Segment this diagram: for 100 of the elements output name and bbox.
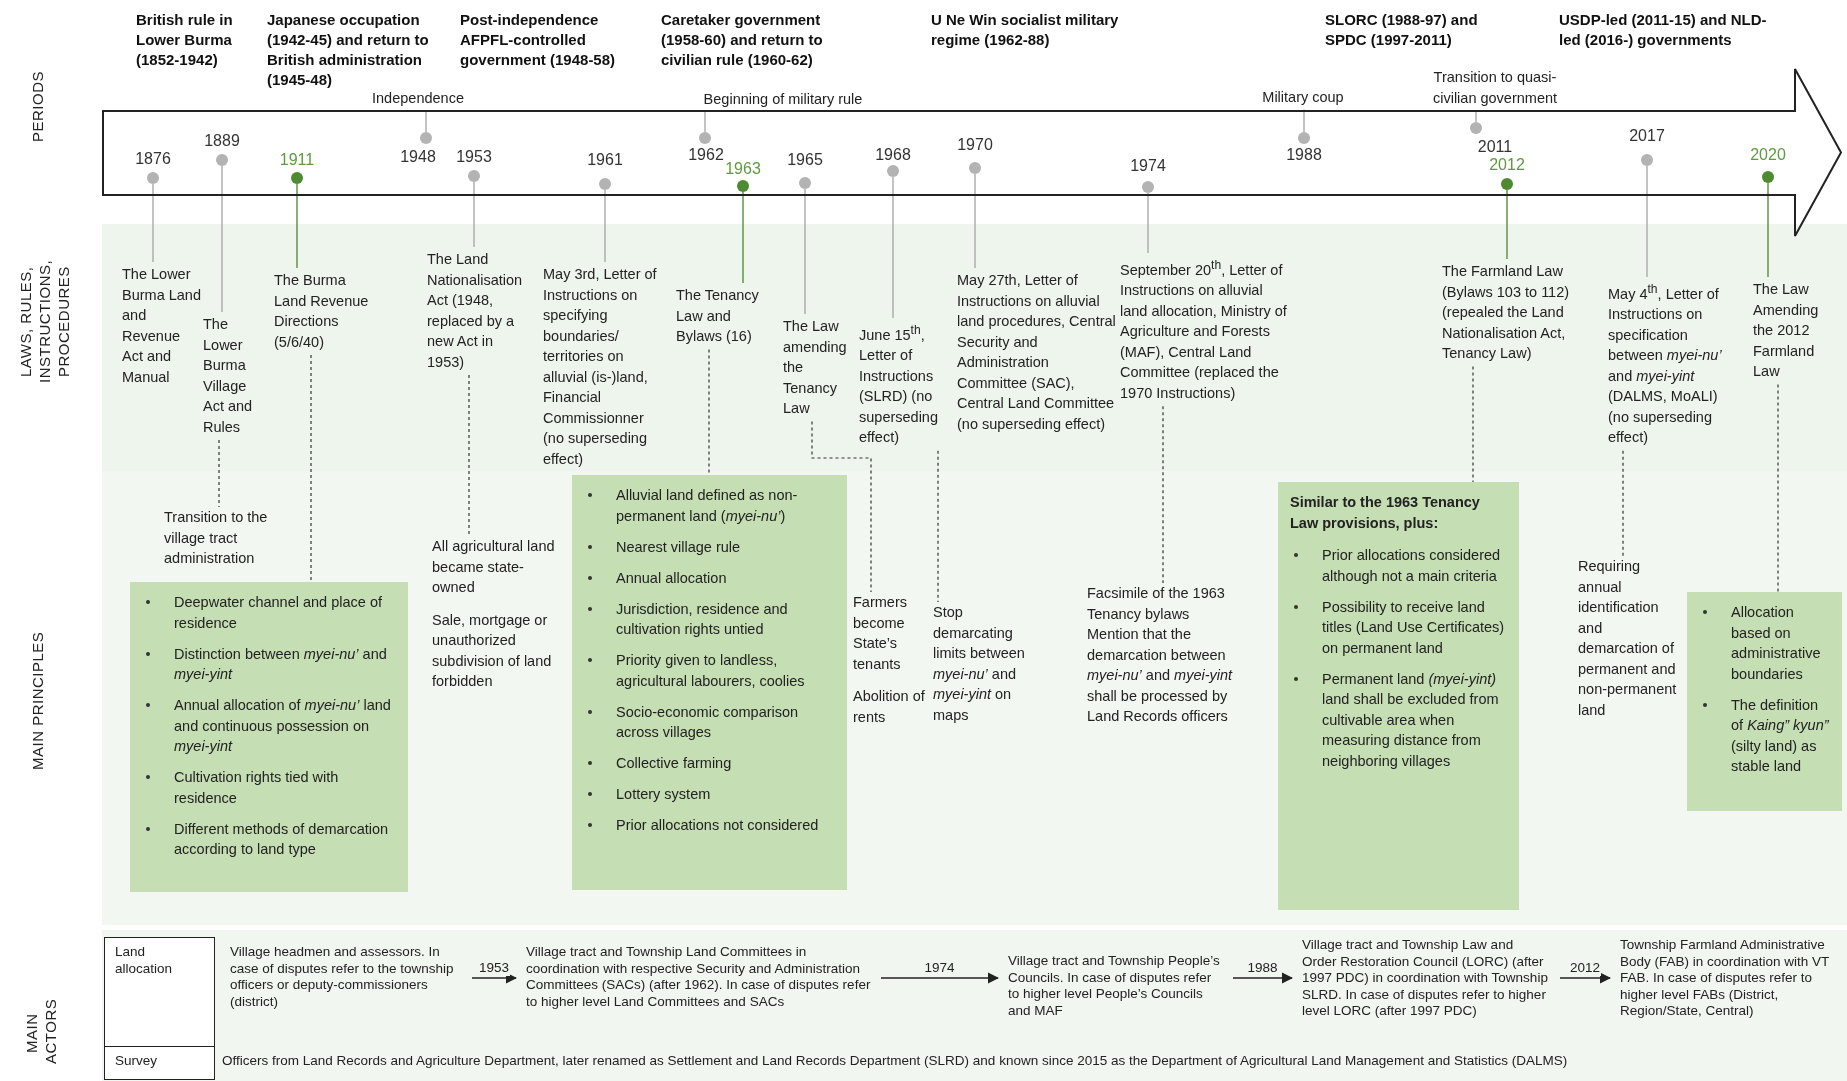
period-heading: Japanese occupation (1942-45) and return to British administration (1945-48): [267, 10, 430, 90]
event-label: Independence: [363, 88, 473, 109]
bullet-item: Annual allocation of myei-nu’ land and continuous possession on myei-yint: [130, 695, 400, 757]
year-label: 1962: [687, 145, 725, 165]
bullet-item: Distinction between myei-nu’ and myei-yint: [130, 643, 400, 685]
connector-line: [704, 110, 706, 133]
arrow: [1232, 972, 1294, 984]
year-label: 1889: [203, 131, 241, 151]
year-label: 1961: [586, 150, 624, 170]
principle-box: [130, 582, 408, 892]
dashed-connector: [937, 450, 939, 603]
connector-line: [221, 165, 223, 313]
event-label: Transition to quasi-civilian government: [1420, 67, 1570, 108]
bullet-item: Prior allocations not considered: [572, 815, 839, 836]
connector-line: [1646, 165, 1648, 278]
bullet-item: Jurisdiction, residence and cultivation rights untied: [572, 598, 839, 640]
bullet-item: Different methods of demarcation according to land type: [130, 818, 400, 860]
bullet-item: Nearest village rule: [572, 536, 839, 557]
bullet-item: Collective farming: [572, 753, 839, 774]
period-heading: Caretaker government (1958-60) and return to civilian rule (1960-62): [661, 10, 824, 70]
law-text: May 4$^{th}$, Letter of Instructions on specification between myei-nu’ and myei-yint (DALMS, MoALI) (no superseding effect): [1608, 279, 1723, 448]
bullet-item: Deepwater channel and place of residence: [130, 592, 400, 633]
box-heading: Similar to the 1963 Tenancy Law provisions, plus:: [1289, 493, 1481, 533]
law-text: The Lower Burma Land and Revenue Act and Manual: [122, 264, 202, 387]
year-label: 1968: [874, 145, 912, 165]
connector-line: [1767, 182, 1769, 278]
year-label: 1953: [455, 147, 493, 167]
dashed-connector: [811, 420, 872, 593]
law-text: The Law amending the Tenancy Law: [783, 316, 849, 419]
dashed-connector: [468, 374, 470, 537]
connector-line: [296, 183, 298, 269]
year-label: 1911: [278, 150, 316, 170]
bullet-item: Allocation based on administrative boundaries: [1687, 602, 1834, 684]
year-label: 1988: [1285, 145, 1323, 165]
actor-text: Village tract and Township People’s Councils. In case of disputes refer to higher level People’s Councils and MAF: [1008, 953, 1223, 1019]
period-heading: USDP-led (2011-15) and NLD-led (2016-) governments: [1559, 10, 1768, 50]
year-label: 1965: [786, 150, 824, 170]
year-label: 1963: [724, 159, 762, 179]
bullet-item: Prior allocations considered although not a main criteria: [1278, 545, 1511, 586]
principle-text: Mention that the demarcation between myei-nu’ and myei-yint shall be processed by Land Records officers: [1087, 625, 1234, 726]
row-label: LAWS, RULES, INSTRUCTIONS, PROCEDURES: [15, 258, 73, 385]
principle-text: Abolition of rents: [853, 687, 926, 727]
law-text: September 20$^{th}$, Letter of Instructions on alluvial land allocation, Ministry of Agriculture and Forests (MAF), Central Land Committee (replaced the 1970 Instructions): [1120, 255, 1288, 404]
description-text: Officers from Land Records and Agriculture Department, later renamed as Settlement and Land Records Department (SLRD) and known since 2015 as the Department of Agricultural Land Management and Statistics (DALMS): [222, 1053, 1569, 1070]
year-label: 1876: [134, 149, 172, 169]
connector-line: [604, 189, 606, 263]
bullet-item: The definition of Kaing” kyun” (silty land) as stable land: [1687, 694, 1834, 777]
principle-text: Facsimile of the 1963 Tenancy bylaws: [1087, 584, 1226, 624]
dashed-connector: [310, 354, 312, 583]
bullet-item: Lottery system: [572, 784, 839, 805]
law-text: The Burma Land Revenue Directions (5/6/40): [274, 270, 374, 352]
dashed-connector: [1162, 405, 1164, 584]
connector-line: [1506, 189, 1508, 260]
law-text: June 15$^{th}$, Letter of Instructions (SLRD) (no superseding effect): [859, 320, 947, 448]
year-label: 1948: [399, 147, 437, 167]
period-heading: SLORC (1988-97) and SPDC (1997-2011): [1325, 10, 1479, 50]
principle-text: Requiring annual identification and demarcation of permanent and non-permanent land: [1578, 556, 1678, 720]
edge-label: 1953: [478, 960, 511, 976]
connector-line: [892, 176, 894, 319]
law-text: The Lower Burma Village Act and Rules: [203, 314, 265, 437]
connector-line: [804, 188, 806, 315]
period-heading: British rule in Lower Burma (1852-1942): [136, 10, 234, 70]
year-label: 2011: [1476, 137, 1514, 157]
arrow: [880, 972, 1000, 984]
actor-text: Village headmen and assessors. In case of disputes refer to the township officers or deputy-commissioners (district): [230, 944, 462, 1010]
row-label: MAIN PRINCIPLES: [27, 630, 47, 773]
bullet-item: Socio-economic comparison across villages: [572, 701, 839, 743]
period-heading: U Ne Win socialist military regime (1962-88): [931, 10, 1120, 50]
period-heading: Post-independence AFPFL-controlled government (1948-58): [460, 10, 617, 70]
principle-text: Transition to the village tract administration: [164, 507, 289, 569]
bullet-item: Permanent land (myei-yint) land shall be excluded from cultivable area when measuring distance from neighboring villages: [1278, 668, 1511, 771]
dashed-connector: [1622, 450, 1624, 557]
connector-line: [1147, 192, 1149, 254]
dashed-connector: [1472, 365, 1474, 483]
law-text: The Law Amending the 2012 Farmland Law: [1753, 279, 1835, 382]
principle-text: All agricultural land became state-owned: [432, 537, 556, 597]
row-label: PERIODS: [27, 69, 47, 144]
event-label: Military coup: [1248, 87, 1358, 108]
bullet-item: Possibility to receive land titles (Land Use Certificates) on permanent land: [1278, 596, 1511, 658]
year-label: 1974: [1129, 156, 1167, 176]
row-header: Land allocation: [104, 937, 215, 1047]
event-label: Beginning of military rule: [688, 89, 878, 110]
principle-text: Stop demarcating limits between myei-nu’ and myei-yint on maps: [933, 602, 1045, 725]
law-text: The Land Nationalisation Act (1948, replaced by a new Act in 1953): [427, 249, 531, 372]
principle-text: Farmers become State’s tenants: [853, 593, 908, 674]
arrow: [471, 972, 518, 984]
dashed-connector: [708, 348, 710, 476]
row-header: Survey: [104, 1046, 215, 1080]
edge-label: 2012: [1569, 960, 1602, 976]
year-label: 2017: [1628, 126, 1666, 146]
principle-box: [1278, 482, 1519, 910]
connector-line: [742, 191, 744, 284]
bullet-item: Annual allocation: [572, 567, 839, 588]
arrow: [1559, 972, 1612, 984]
actor-text: Village tract and Township Land Committees in coordination with respective Security and Administration Committees (SACs) (after 1962). In case of disputes refer to higher level Land Committees and SACs: [526, 944, 871, 1010]
principle-box: [572, 475, 847, 890]
connector-line: [1475, 109, 1477, 123]
connector-line: [473, 181, 475, 248]
bullet-item: Cultivation rights tied with residence: [130, 767, 400, 808]
principle-box: [1687, 592, 1842, 811]
